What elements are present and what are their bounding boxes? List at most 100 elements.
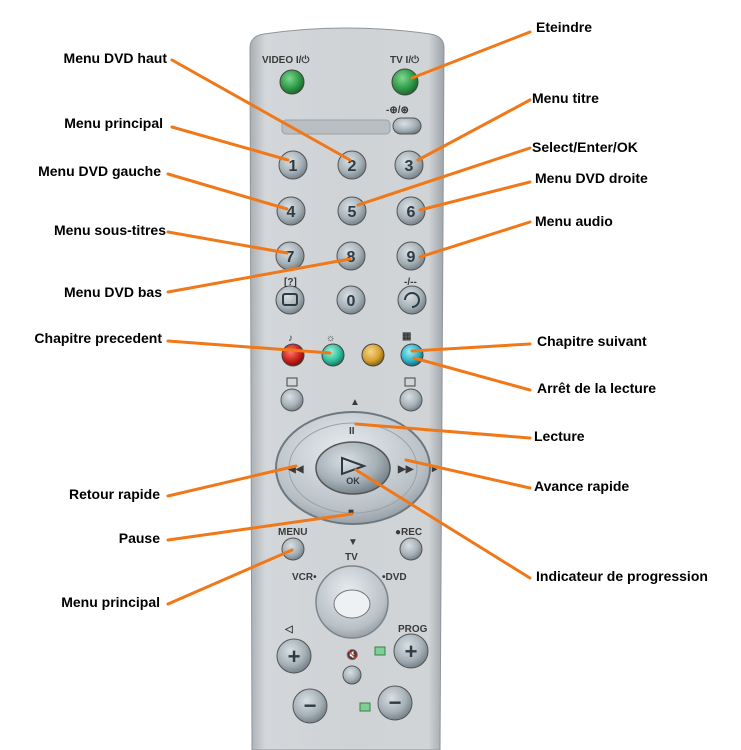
label-menu-principal-2: Menu principal	[61, 594, 160, 610]
callout-line-menu-principal-1	[170, 125, 290, 162]
ok-button[interactable]	[315, 441, 391, 495]
cyan-button[interactable]	[400, 343, 424, 367]
label-menu-sous-titres: Menu sous-titres	[53, 222, 166, 238]
up-arrow-icon: ▲	[350, 397, 360, 408]
callout-line-chapitre-suivant	[410, 342, 532, 353]
label-chapitre-suivant: Chapitre suivant	[537, 333, 647, 349]
tv-label: TV	[345, 552, 358, 563]
callout-line-lecture	[354, 422, 532, 440]
mute-button[interactable]	[342, 665, 362, 685]
small-square-icon-right	[404, 377, 416, 387]
video-power-label: VIDEO I/⏻	[262, 54, 309, 66]
teal-button[interactable]	[321, 343, 345, 367]
callout-line-chapitre-precedent	[166, 339, 332, 355]
prog-label: PROG	[398, 624, 428, 635]
key-7-label: 7	[286, 249, 295, 266]
minus-icon-left: −	[304, 693, 317, 718]
callout-line-eteindre	[410, 30, 532, 80]
play-pause-icon: II	[349, 426, 355, 437]
volume-up-button[interactable]	[276, 638, 312, 674]
label-chapitre-precedent: Chapitre precedent	[34, 330, 162, 346]
menu-label: MENU	[278, 527, 307, 538]
stop-icon: ■	[348, 507, 354, 518]
callout-line-menu-audio	[418, 220, 532, 259]
callout-line-menu-titre	[416, 98, 532, 162]
tv-power-button[interactable]	[391, 68, 419, 96]
left-grey-button[interactable]	[280, 388, 304, 412]
callout-line-avance-rapide	[404, 458, 532, 490]
grid-icon: ▦	[402, 331, 411, 342]
label-pause: Pause	[118, 530, 160, 546]
display-window	[281, 119, 391, 135]
yellow-button[interactable]	[361, 343, 385, 367]
label-lecture: Lecture	[534, 428, 585, 444]
label-menu-dvd-bas: Menu DVD bas	[63, 284, 162, 300]
volume-down-button[interactable]	[292, 688, 328, 724]
callout-line-pause	[166, 512, 354, 542]
rec-label: ●REC	[395, 527, 422, 538]
callout-line-menu-dvd-droite	[418, 180, 532, 212]
key-6[interactable]	[396, 196, 426, 226]
key-8[interactable]	[336, 241, 366, 271]
prog-down-button[interactable]	[377, 685, 413, 721]
rewind-icon: ◀◀	[287, 464, 304, 475]
key-4[interactable]	[276, 196, 306, 226]
label-menu-titre: Menu titre	[532, 90, 599, 106]
vcr-label: VCR•	[292, 572, 317, 583]
callout-line-menu-dvd-gauche	[166, 172, 289, 211]
numeric-keypad: 1 2 3 4 5 6 7 8 9 0 [?] -/--	[275, 150, 427, 315]
key-2-label: 2	[348, 158, 357, 175]
callout-line-menu-principal-2	[166, 548, 294, 606]
label-menu-principal-1: Menu principal	[64, 115, 163, 131]
tv-power-label: TV I/⏻	[390, 54, 419, 66]
mode-dial-center[interactable]	[333, 589, 371, 619]
label-menu-dvd-droite: Menu DVD droite	[535, 170, 648, 186]
key-4-label: 4	[287, 204, 296, 221]
rec-button[interactable]	[399, 537, 423, 561]
key-5-label: 5	[348, 204, 357, 221]
teletext-icon	[282, 293, 298, 306]
label-arret-lecture: Arrêt de la lecture	[537, 380, 657, 396]
plus-icon-right: +	[405, 639, 418, 664]
key-8-label: 8	[347, 249, 356, 266]
key-1-label: 1	[289, 158, 298, 175]
input-select-icon: -⊕/⊛	[386, 105, 409, 116]
down-arrow-icon: ▼	[348, 537, 358, 548]
input-select-button[interactable]	[392, 117, 422, 135]
label-menu-dvd-gauche: Menu DVD gauche	[38, 163, 161, 179]
prog-up-button[interactable]	[393, 633, 429, 669]
small-green-icon-1	[374, 646, 386, 656]
key-3-label: 3	[405, 158, 414, 175]
red-button[interactable]	[281, 343, 305, 367]
dvd-label: •DVD	[382, 572, 407, 583]
key-teletext[interactable]	[275, 285, 305, 315]
callout-line-indicateur	[354, 468, 532, 580]
label-select-enter-ok: Select/Enter/OK	[532, 139, 638, 155]
callout-line-retour-rapide	[166, 464, 298, 498]
callout-line-select	[356, 146, 532, 207]
label-eteindre: Eteindre	[536, 19, 593, 35]
key-0[interactable]	[336, 285, 366, 315]
jump-small-icon: -/--	[404, 277, 417, 288]
callout-line-menu-dvd-bas	[166, 257, 352, 294]
label-indicateur-progression: Indicateur de progression	[536, 568, 708, 584]
mute-icon: 🔇	[346, 648, 358, 661]
key-3[interactable]	[394, 150, 424, 180]
key-6-label: 6	[407, 204, 416, 221]
right-grey-button[interactable]	[399, 388, 423, 412]
ok-label: OK	[346, 476, 360, 486]
video-power-button[interactable]	[279, 69, 305, 95]
right-arrow-icon: ▸	[431, 464, 438, 475]
label-retour-rapide: Retour rapide	[68, 486, 160, 502]
small-square-icon-left	[286, 377, 298, 387]
brightness-icon: ☼	[326, 333, 335, 344]
key-jump[interactable]	[397, 285, 427, 315]
label-avance-rapide: Avance rapide	[534, 478, 630, 494]
label-menu-audio: Menu audio	[535, 213, 613, 229]
label-menu-dvd-haut: Menu DVD haut	[63, 50, 167, 66]
fast-forward-icon: ▶▶	[397, 464, 415, 475]
plus-icon-left: +	[288, 644, 301, 669]
key-9-label: 9	[407, 249, 416, 266]
